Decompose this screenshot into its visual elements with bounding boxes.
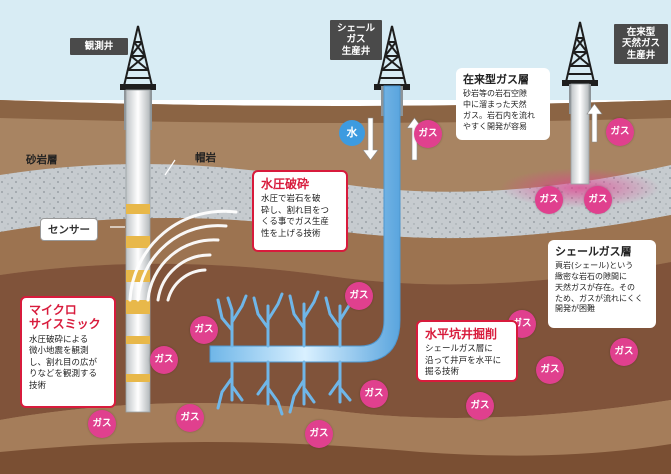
- fracturing-body: 水圧で岩石を破 砕し、割れ目をつ くる事でガス生産 性を上げる技術: [261, 194, 330, 239]
- horizontal-drilling-callout: 水平坑井掘削 シェールガス層に 沿って井戸を水平に 掘る技術: [416, 320, 518, 382]
- horizontal-drilling-body: シェールガス層に 沿って井戸を水平に 掘る技術: [425, 344, 502, 378]
- gas-marker: ガス: [466, 392, 494, 420]
- gas-marker: ガス: [414, 120, 442, 148]
- shale-well-pipe: [209, 85, 401, 363]
- conventional-layer-box: 在来型ガス層 砂岩等の岩石空隙 中に溜まった天然 ガス。岩石内を流れ やすく開発…: [456, 68, 550, 140]
- gas-marker: ガス: [190, 316, 218, 344]
- gas-marker: ガス: [305, 420, 333, 448]
- pointer-lines: [110, 159, 176, 228]
- shale-layer-box: シェールガス層 頁岩(シェール)という 緻密な岩石の隙間に 天然ガスが存在。その…: [548, 240, 656, 328]
- microseismic-callout: マイクロ サイスミック 水圧破砕による 微小地震を観測 し、割れ目の広が りなど…: [20, 296, 116, 408]
- horizontal-drilling-title: 水平坑井掘削: [425, 327, 498, 341]
- conventional-well-pipe: [570, 83, 590, 185]
- fracturing-title: 水圧破砕: [261, 177, 310, 191]
- gas-marker: ガス: [360, 380, 388, 408]
- gas-marker: ガス: [584, 186, 612, 214]
- cap-rock-label: 帽岩: [195, 152, 216, 164]
- derrick-conventional: [562, 21, 598, 86]
- gas-marker: ガス: [536, 356, 564, 384]
- sensor-label: センサー: [40, 218, 98, 241]
- bottom-strata: [0, 442, 671, 474]
- seismic-waves: [128, 209, 238, 302]
- fractures: [216, 290, 356, 416]
- gas-marker: ガス: [150, 346, 178, 374]
- gas-marker: ガス: [606, 118, 634, 146]
- fracturing-callout: 水圧破砕 水圧で岩石を破 砕し、割れ目をつ くる事でガス生産 性を上げる技術: [252, 170, 348, 252]
- conventional-layer-body: 砂岩等の岩石空隙 中に溜まった天然 ガス。岩石内を流れ やすく開発が容易: [463, 89, 535, 131]
- gas-up-arrow-conventional: [586, 103, 603, 143]
- gas-marker: ガス: [176, 404, 204, 432]
- shale-layer-body: 頁岩(シェール)という 緻密な岩石の隙間に 天然ガスが存在。その ため、ガスが流…: [555, 261, 643, 314]
- gas-marker: ガス: [610, 338, 638, 366]
- water-down-arrow: [362, 117, 379, 161]
- microseismic-title: マイクロ サイスミック: [29, 303, 101, 332]
- derrick-observation: [120, 25, 156, 90]
- observation-well-label: 観測井: [70, 38, 128, 56]
- microseismic-body: 水圧破砕による 微小地震を観測 し、割れ目の広が りなどを観測する 技術: [29, 334, 98, 391]
- conventional-well-label: 在来型 天然ガス 生産井: [614, 24, 668, 65]
- shale-layer-title: シェールガス層: [555, 245, 632, 258]
- gas-marker: ガス: [535, 186, 563, 214]
- gas-marker: ガス: [345, 282, 373, 310]
- sandstone-label: 砂岩層: [26, 154, 58, 166]
- shale-well-label: シェール ガス 生産井: [330, 20, 382, 61]
- gas-marker: ガス: [88, 410, 116, 438]
- water-marker: 水: [339, 120, 365, 146]
- conventional-layer-title: 在来型ガス層: [463, 73, 529, 86]
